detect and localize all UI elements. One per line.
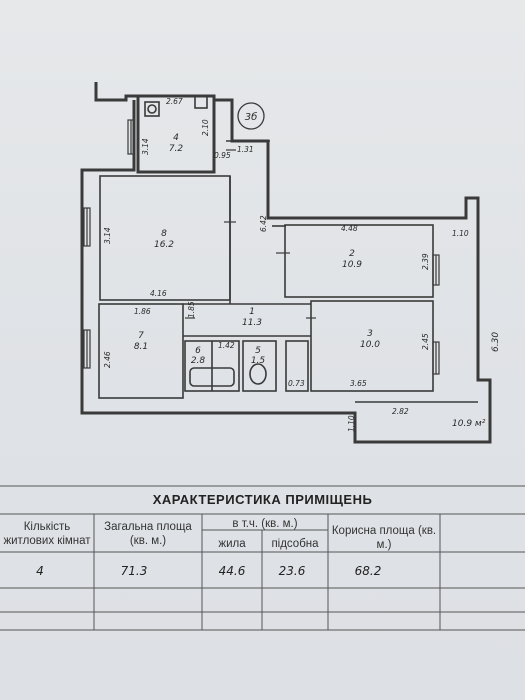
room-number: 5 (255, 346, 261, 356)
room-number: 8 (161, 229, 167, 239)
dimension-label: 1.86 (134, 307, 151, 316)
dimension-label: 3.65 (350, 379, 367, 388)
room-number: 2 (349, 249, 355, 259)
dimension-label: 2.45 (421, 333, 430, 350)
dimension-label: 3.14 (141, 138, 150, 155)
room-area: 16.2 (154, 240, 174, 250)
dimension-label: 4.16 (150, 289, 167, 298)
header-included: в т.ч. (кв. м.) (232, 518, 298, 530)
room-area: 11.3 (242, 318, 262, 328)
header-total-area: Загальна площа (кв. м.) (104, 521, 192, 547)
entrance-label: 3б (245, 111, 258, 123)
table-title: ХАРАКТЕРИСТИКА ПРИМІЩЕНЬ (152, 492, 373, 507)
value-auxiliary: 23.6 (278, 564, 306, 578)
table-grid (0, 485, 525, 631)
dimension-label: 2.67 (166, 97, 183, 106)
dimension-label: 6.42 (259, 215, 268, 232)
room-area: 1.5 (251, 356, 266, 366)
dimension-label: 1.85 (187, 301, 196, 318)
dimension-label: 2.39 (421, 253, 430, 270)
room-area: 10.0 (360, 340, 380, 350)
room-number: 7 (138, 331, 144, 341)
header-living: жила (218, 538, 246, 550)
dimension-label: 1.42 (218, 341, 235, 350)
value-total-area: 71.3 (120, 564, 148, 578)
header-rooms: Кількість житлових кімнат (3, 521, 91, 547)
dimension-label: 0.73 (288, 379, 305, 388)
room-area: 8.1 (134, 342, 148, 352)
room-area: 7.2 (169, 144, 184, 154)
room-number: 6 (195, 346, 201, 356)
room-area: 2.8 (191, 356, 206, 366)
value-living: 44.6 (218, 564, 246, 578)
dimension-label: 4.48 (341, 224, 358, 233)
characteristics-table: ХАРАКТЕРИСТИКА ПРИМІЩЕНЬ Кількість житло… (0, 480, 525, 700)
dimension-label: 2.46 (103, 351, 112, 368)
dimension-label: 1.10 (347, 415, 356, 432)
header-useful-area: Корисна площа (кв. м.) (331, 525, 437, 551)
room-area: 10.9 (342, 260, 362, 270)
dimension-label: 3.14 (103, 227, 112, 244)
value-useful-area: 68.2 (354, 564, 382, 578)
dimension-label: 2.82 (392, 407, 409, 416)
room-number: 1 (249, 307, 255, 317)
dimension-label: 1.10 (452, 229, 469, 238)
balcony-area: 10.9 м² (452, 419, 486, 429)
room-number: 3 (367, 329, 373, 339)
value-rooms: 4 (36, 564, 44, 578)
dimension-label: 0.95 (214, 151, 231, 160)
header-auxiliary: підсобна (271, 538, 319, 550)
dimension-label: 6.30 (491, 332, 501, 352)
room-number: 4 (173, 133, 179, 143)
dimension-label: 2.10 (201, 119, 210, 136)
floor-plan: 3б 4 7.2 8 16.2 2 10.9 7 8.1 1 11.3 3 10… (80, 82, 501, 444)
dimension-label: 1.31 (237, 145, 254, 154)
